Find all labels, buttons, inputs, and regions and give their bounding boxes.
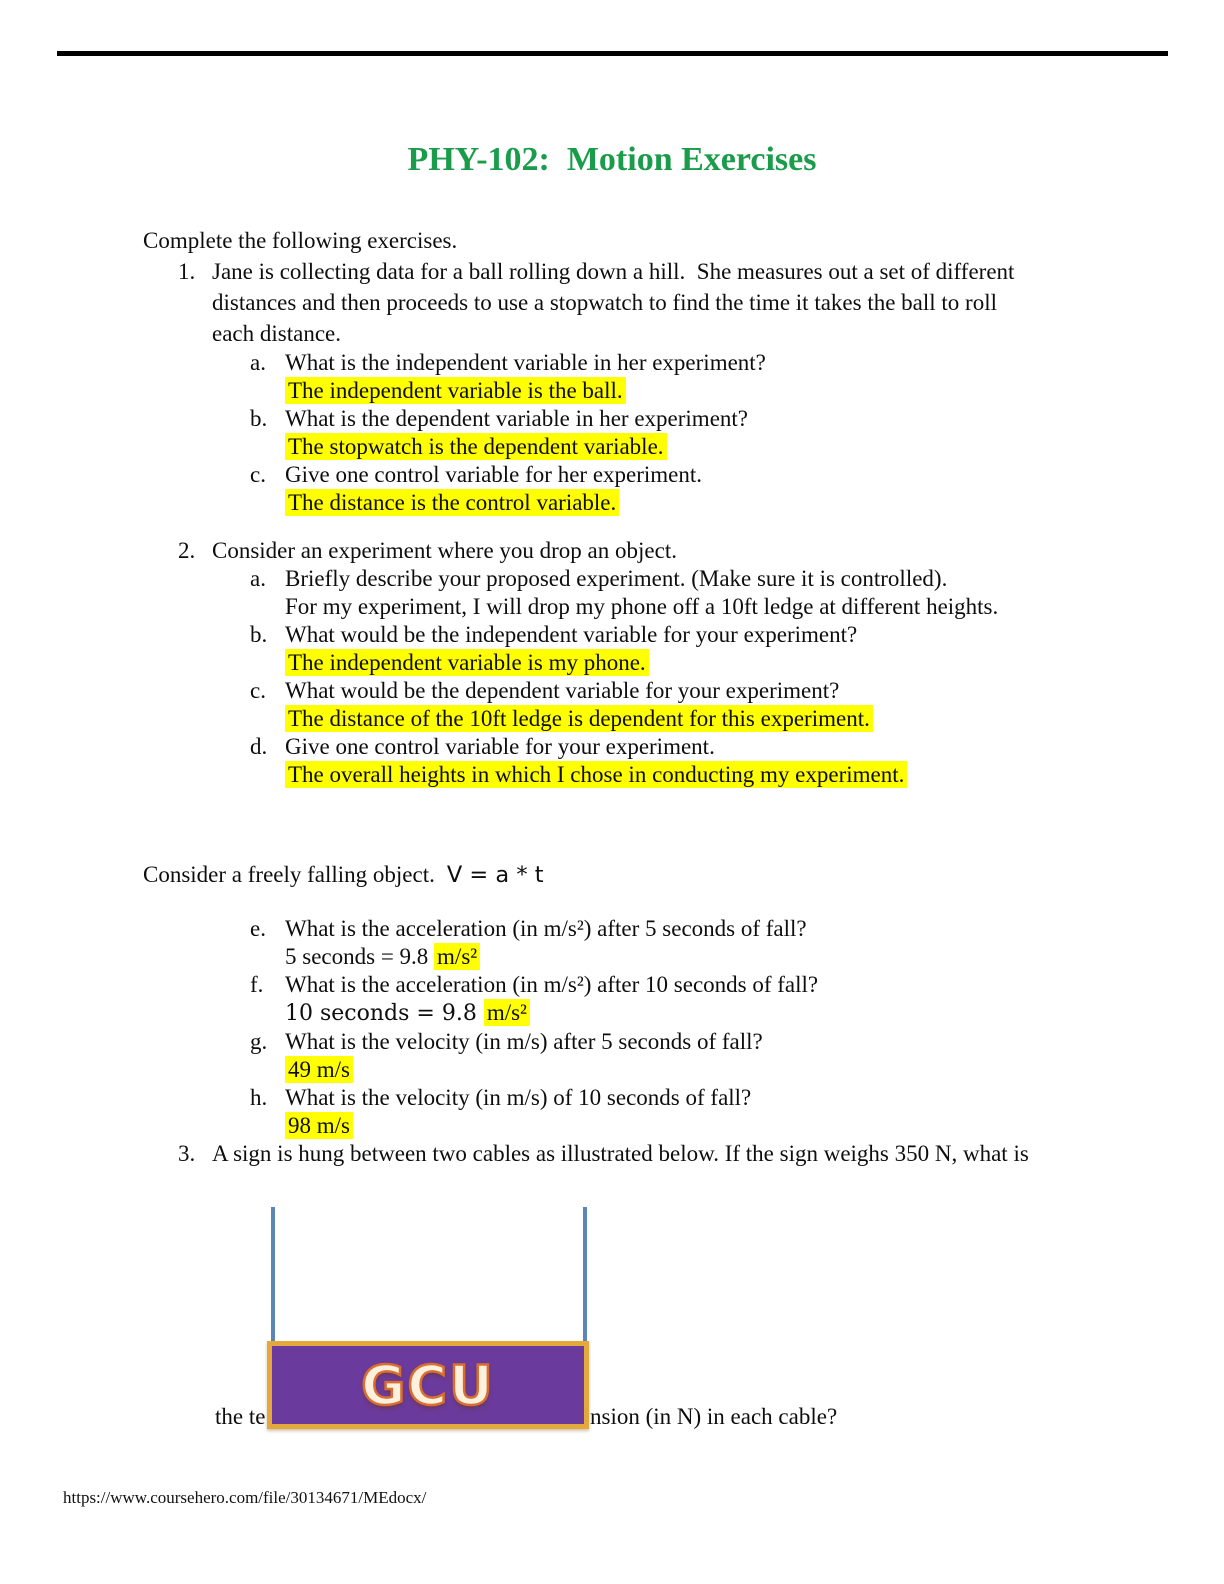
answer-prefix: 5 seconds = 9.8 bbox=[285, 944, 435, 969]
question-text: Give one control variable for her experi… bbox=[285, 462, 703, 487]
question-text: What is the dependent variable in her ex… bbox=[285, 406, 748, 431]
gcu-sign: GCU bbox=[267, 1341, 589, 1429]
caption-right-fragment: nsion (in N) in each cable? bbox=[590, 1404, 838, 1429]
question-text: Briefly describe your proposed experimen… bbox=[285, 566, 948, 591]
plain-answer: For my experiment, I will drop my phone … bbox=[285, 594, 999, 619]
exercise-1-number: 1. bbox=[178, 259, 196, 284]
exercise-2-part-a: a. Briefly describe your proposed experi… bbox=[250, 565, 1143, 621]
highlighted-answer: m/s² bbox=[434, 943, 481, 970]
exercise-2-part-b: b. What would be the independent variabl… bbox=[250, 621, 1143, 677]
exercise-1-stem-line: Jane is collecting data for a ball rolli… bbox=[212, 259, 1015, 284]
freefall-part-f: f. What is the acceleration (in m/s²) af… bbox=[250, 971, 1143, 1028]
exercise-2: 2. Consider an experiment where you drop… bbox=[178, 537, 1143, 789]
top-divider-rule bbox=[57, 51, 1168, 56]
question-text: What is the acceleration (in m/s²) after… bbox=[285, 972, 819, 997]
part-label: h. bbox=[250, 1085, 268, 1110]
exercise-2-stem: Consider an experiment where you drop an… bbox=[212, 538, 677, 563]
freefall-formula: V = a * t bbox=[446, 862, 544, 888]
freefall-statement: Consider a freely falling object. V = a *… bbox=[143, 861, 1143, 889]
part-label: a. bbox=[250, 350, 266, 375]
answer-line: The overall heights in which I chose in … bbox=[285, 761, 1143, 789]
right-cable bbox=[583, 1207, 587, 1342]
exercise-3: 3. A sign is hung between two cables as … bbox=[178, 1140, 1143, 1168]
part-label: e. bbox=[250, 916, 266, 941]
answer-line: For my experiment, I will drop my phone … bbox=[285, 593, 1143, 621]
intro-text: Complete the following exercises. bbox=[143, 228, 458, 253]
part-label: b. bbox=[250, 406, 268, 431]
question-text: What would be the dependent variable for… bbox=[285, 678, 840, 703]
highlighted-answer: m/s² bbox=[483, 999, 530, 1026]
highlighted-answer: 49 m/s bbox=[285, 1056, 353, 1083]
exercise-1-stem-line: distances and then proceeds to use a sto… bbox=[212, 290, 997, 315]
highlighted-answer: The distance is the control variable. bbox=[285, 489, 620, 516]
answer-line: 5 seconds = 9.8 m/s² bbox=[285, 943, 1143, 971]
question-text: What is the velocity (in m/s) after 5 se… bbox=[285, 1029, 763, 1054]
question-text: What is the velocity (in m/s) of 10 seco… bbox=[285, 1085, 752, 1110]
answer-line: 98 m/s bbox=[285, 1112, 1143, 1140]
exercise-1-stem-line: each distance. bbox=[212, 321, 341, 346]
exercise-3-stem: A sign is hung between two cables as ill… bbox=[212, 1141, 1029, 1166]
highlighted-answer: The independent variable is my phone. bbox=[285, 649, 649, 676]
sign-diagram: the te nsion (in N) in each cable? GCU bbox=[143, 1168, 1143, 1440]
exercise-2-body: Consider an experiment where you drop an… bbox=[212, 537, 1143, 789]
part-label: d. bbox=[250, 734, 268, 759]
exercise-1-body: Jane is collecting data for a ball rolli… bbox=[212, 256, 1143, 517]
document-body: Complete the following exercises. 1. Jan… bbox=[143, 226, 1143, 1440]
question-text: What is the independent variable in her … bbox=[285, 350, 766, 375]
answer-prefix: 10 seconds = 9.8 bbox=[285, 1001, 484, 1026]
exercise-2-number: 2. bbox=[178, 538, 196, 563]
exercise-1-part-b: b. What is the dependent variable in her… bbox=[250, 405, 1143, 461]
part-label: c. bbox=[250, 678, 266, 703]
highlighted-answer: 98 m/s bbox=[285, 1112, 353, 1139]
answer-line: The independent variable is my phone. bbox=[285, 649, 1143, 677]
exercise-1: 1. Jane is collecting data for a ball ro… bbox=[178, 256, 1143, 517]
question-text: What is the acceleration (in m/s²) after… bbox=[285, 916, 807, 941]
part-label: b. bbox=[250, 622, 268, 647]
freefall-part-e: e. What is the acceleration (in m/s²) af… bbox=[250, 915, 1143, 971]
answer-line: The distance is the control variable. bbox=[285, 489, 1143, 517]
page-title: PHY-102: Motion Exercises bbox=[407, 141, 817, 178]
answer-line: The independent variable is the ball. bbox=[285, 377, 1143, 405]
exercise-3-number: 3. bbox=[178, 1141, 196, 1166]
gcu-sign-label: GCU bbox=[360, 1352, 495, 1418]
exercise-1-part-a: a. What is the independent variable in h… bbox=[250, 349, 1143, 405]
part-label: c. bbox=[250, 462, 266, 487]
footer-url: https://www.coursehero.com/file/30134671… bbox=[63, 1488, 427, 1507]
answer-line: The distance of the 10ft ledge is depend… bbox=[285, 705, 1143, 733]
caption-left-fragment: the te bbox=[215, 1404, 266, 1429]
highlighted-answer: The stopwatch is the dependent variable. bbox=[285, 433, 667, 460]
exercise-2-part-c: c. What would be the dependent variable … bbox=[250, 677, 1143, 733]
answer-line: 10 seconds = 9.8 m/s² bbox=[285, 999, 1143, 1028]
freefall-lead: Consider a freely falling object. bbox=[143, 862, 435, 887]
freefall-part-g: g. What is the velocity (in m/s) after 5… bbox=[250, 1028, 1143, 1084]
answer-line: The stopwatch is the dependent variable. bbox=[285, 433, 1143, 461]
answer-line: 49 m/s bbox=[285, 1056, 1143, 1084]
part-label: f. bbox=[250, 972, 264, 997]
highlighted-answer: The distance of the 10ft ledge is depend… bbox=[285, 705, 873, 732]
question-text: Give one control variable for your exper… bbox=[285, 734, 715, 759]
highlighted-answer: The overall heights in which I chose in … bbox=[285, 761, 908, 788]
highlighted-answer: The independent variable is the ball. bbox=[285, 377, 626, 404]
freefall-part-h: h. What is the velocity (in m/s) of 10 s… bbox=[250, 1084, 1143, 1140]
part-label: g. bbox=[250, 1029, 268, 1054]
part-label: a. bbox=[250, 566, 266, 591]
question-text: What would be the independent variable f… bbox=[285, 622, 858, 647]
exercise-1-part-c: c. Give one control variable for her exp… bbox=[250, 461, 1143, 517]
left-cable bbox=[271, 1207, 275, 1342]
exercise-2-part-d: d. Give one control variable for your ex… bbox=[250, 733, 1143, 789]
